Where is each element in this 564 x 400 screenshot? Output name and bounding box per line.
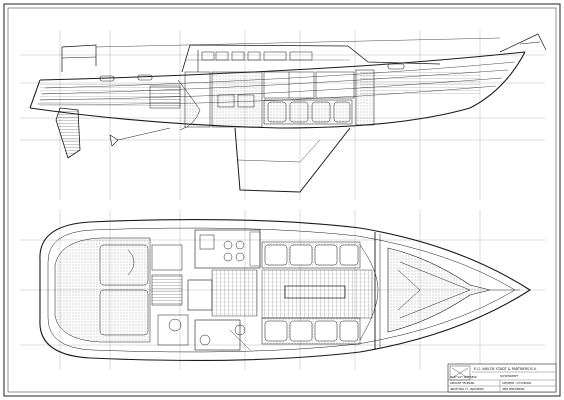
plan-view xyxy=(20,210,545,370)
title-block-subtitle: SCHIPSWERFT xyxy=(500,374,519,378)
keel xyxy=(234,127,351,193)
saloon-sole xyxy=(211,269,258,317)
title-block-row-2: ONTWERP . UITVOERING xyxy=(502,382,531,385)
title-block-firm: E.G. VAN DE STADT & PARTNERS B.V. xyxy=(474,367,537,371)
stern-pushpit xyxy=(61,44,97,72)
title-block: E.G. VAN DE STADT & PARTNERS B.V. SCHIPS… xyxy=(447,363,557,393)
profile-interior xyxy=(149,51,375,131)
sheet-inner-border xyxy=(7,7,557,393)
title-block-row-4: IDEM ZEEKOENING xyxy=(502,388,525,391)
title-block-row-3: INRICHTING 37 - BIJZONDER xyxy=(450,388,484,391)
cockpit-locker xyxy=(151,244,183,271)
profile-view xyxy=(20,30,547,200)
sheer-line xyxy=(39,51,526,81)
transom xyxy=(29,79,41,109)
title-block-row-1: GEDRUKT TEKENING xyxy=(450,382,475,385)
doghouse xyxy=(181,44,441,73)
plan-hull-outline xyxy=(39,219,532,361)
porthole-aft-1 xyxy=(99,75,115,82)
aft-cabin xyxy=(54,237,151,343)
logo-icon xyxy=(451,367,469,379)
title-block-row-5: MAAT SCH. INTERIEUR xyxy=(450,376,477,379)
porthole-aft-2 xyxy=(137,74,153,81)
saloon-settee-starboard xyxy=(261,317,361,345)
v-berth xyxy=(387,247,491,333)
bow-pulpit xyxy=(499,33,547,53)
hull-bottom xyxy=(29,51,526,129)
saloon-table xyxy=(284,285,346,299)
rudder xyxy=(55,107,81,159)
porthole-fwd xyxy=(387,63,405,70)
propeller xyxy=(109,134,119,147)
saloon-settee-port xyxy=(261,241,361,269)
